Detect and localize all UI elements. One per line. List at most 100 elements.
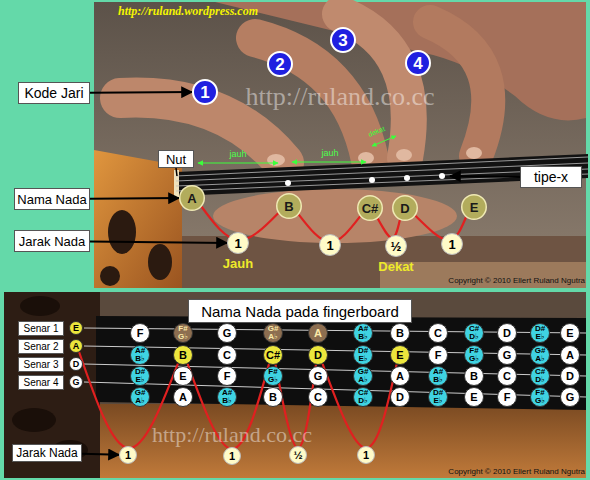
note-circle-text: F (224, 371, 231, 382)
note-circle-text: A# (222, 389, 232, 397)
tape-dot (369, 177, 375, 183)
interval-circle-text: 1 (234, 237, 241, 250)
open-string-note-shape (70, 376, 83, 389)
peg (100, 266, 120, 286)
note-circle-text: D (396, 392, 404, 403)
note-circle-text: F# (268, 368, 277, 376)
note-circle: F#G♭ (173, 323, 193, 343)
interval-circle: ½ (289, 446, 307, 464)
note-circle-text: B (396, 328, 404, 339)
finger-number: 3 (330, 27, 356, 53)
note-circle: B (263, 387, 283, 407)
note-circle-shape (309, 388, 328, 407)
note-circle: C (428, 323, 448, 343)
leader-line (450, 176, 520, 177)
note-circle: D#E♭ (428, 387, 448, 407)
note-circle: B (464, 366, 484, 386)
note-circle-text: E (179, 371, 186, 382)
note-circle-text: G (223, 328, 232, 339)
note-circle: G#A♭ (353, 366, 373, 386)
note-circle-text: G♭ (268, 376, 278, 384)
note-circle-text: D♭ (358, 397, 368, 405)
string-label-text: Senar 3 (23, 360, 58, 370)
note-circle: A (179, 185, 205, 211)
note-circle: C# (357, 195, 383, 221)
interval-circle-shape (120, 447, 137, 464)
string-label: Senar 4 (18, 375, 64, 390)
finger-number-text: 1 (200, 84, 209, 101)
note-circle: D#E♭ (353, 345, 373, 365)
note-circle-shape (561, 388, 580, 407)
finger-number-shape (406, 51, 430, 75)
note-circle: C#D♭ (353, 387, 373, 407)
peg (148, 244, 172, 280)
note-circle-shape (531, 388, 550, 407)
note-circle-shape (218, 346, 237, 365)
interval-circle-shape (290, 447, 307, 464)
finger-number-text: 2 (275, 56, 284, 73)
note-circle-shape (561, 346, 580, 365)
string-label: Senar 2 (18, 339, 64, 354)
note-circle-shape (131, 324, 150, 343)
note-circle-text: G# (268, 325, 279, 333)
note-circle: C#D♭ (530, 366, 550, 386)
note-circle-text: A♭ (135, 397, 145, 405)
open-string-note-text: G (72, 378, 79, 387)
distance-arrow (198, 162, 278, 163)
open-string-note: G (69, 375, 83, 389)
note-circle-shape (180, 186, 205, 211)
note-circle: C (308, 387, 328, 407)
note-circle-text: A (314, 328, 322, 339)
note-circle: G (217, 323, 237, 343)
interval-circle: 1Jauh (227, 232, 249, 254)
label-box: tipe-x (520, 166, 582, 188)
note-circle-text: G (566, 392, 575, 403)
photo-background (4, 292, 586, 478)
note-circle-shape (391, 388, 410, 407)
note-circle-text: E (566, 328, 573, 339)
note-circle: A#B♭ (353, 323, 373, 343)
note-circle-text: C# (358, 389, 368, 397)
note-circle-text: A (187, 192, 196, 205)
pointer-arrow (90, 91, 192, 94)
note-circle-shape (465, 324, 484, 343)
note-circle: E (390, 345, 410, 365)
note-circle-text: C# (535, 368, 545, 376)
note-circle-text: D# (433, 389, 443, 397)
note-circle-text: A (396, 371, 404, 382)
note-circle-text: A♭ (535, 355, 545, 363)
label-box: Jarak Nada (12, 444, 82, 462)
pointer-arrow (82, 453, 119, 456)
string-label-text: Senar 1 (23, 324, 58, 334)
note-circle-shape (174, 388, 193, 407)
note-circle: A#B♭ (130, 345, 150, 365)
pointer-arrow (90, 241, 227, 242)
finger (430, 22, 488, 156)
note-circle: A (173, 387, 193, 407)
interval-circle: 1 (357, 446, 375, 464)
note-circle: A (560, 345, 580, 365)
note-circle-text: B♭ (135, 355, 145, 363)
note-circle-text: D# (358, 347, 368, 355)
title-box-text: Nama Nada pada fingerboard (201, 304, 399, 319)
note-circle-text: E (396, 350, 403, 361)
note-circle-shape (429, 324, 448, 343)
interval-arc (323, 364, 397, 448)
note-circle-text: C# (469, 325, 479, 333)
open-string-note: D (69, 357, 83, 371)
note-circle-text: F (435, 350, 442, 361)
note-circle: G (308, 366, 328, 386)
note-circle-text: G (503, 350, 512, 361)
note-circle-shape (531, 346, 550, 365)
pointer-arrow (90, 197, 179, 200)
tape-dot (404, 175, 410, 181)
note-circle-shape (498, 367, 517, 386)
note-circle-shape (561, 367, 580, 386)
string-label-text: Senar 4 (23, 378, 58, 388)
note-circle-shape (391, 367, 410, 386)
open-string-note: A (69, 339, 83, 353)
note-circle-shape (218, 388, 237, 407)
note-circle-shape (462, 195, 487, 220)
note-circle-text: A (179, 392, 187, 403)
